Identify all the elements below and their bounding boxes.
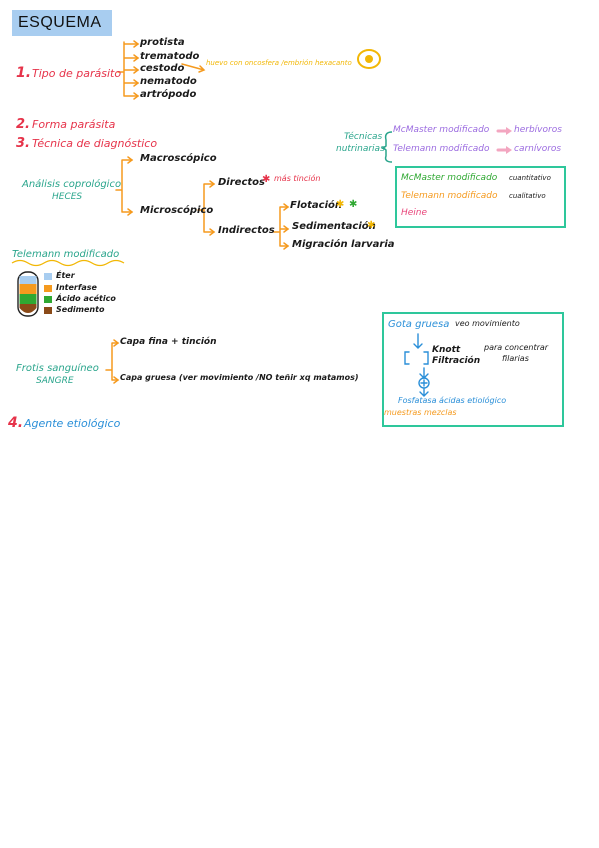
telemann-title: Telemann modificado [12,249,120,260]
gota-knott: Knott [432,345,461,355]
section-1-label: Tipo de parásito [32,67,122,80]
asterisk-yellow-icon: ✱ [336,199,345,210]
methods-row1-name: McMaster modificado [401,173,498,183]
copro-flotacion: Flotación [290,200,343,211]
section-1-number: 1. [16,65,32,81]
egg-icon [357,49,381,69]
methods-row1-type: cuantitativo [509,174,551,182]
telemann-layer-swatch [44,296,52,303]
methods-row2-type: cualitativo [509,192,546,200]
asterisk-red-icon: ✱ [262,174,271,185]
item-cestodo: cestodo [140,63,185,74]
gota-fosfatasa: Fosfatasa ácidas etiológico [398,396,507,405]
copro-micro: Microscópico [140,205,214,216]
frotis-label-line2: SANGRE [36,376,74,386]
methods-box [395,166,566,228]
item-protista: protista [140,37,185,48]
item-artropodo: artrópodo [140,89,197,100]
nutrinarias-row1-target: herbívoros [514,125,562,135]
item-nematodo: nematodo [140,76,197,87]
section-2-label: Forma parásita [32,118,116,131]
copro-macro: Macroscópico [140,153,217,164]
section-4-label: Agente etiológico [24,417,121,430]
egg-note: huevo con oncosfera /embrión hexacanto [206,59,352,67]
telemann-layer-label: Éter [56,271,75,280]
nutrinarias-row2-technique: Telemann modificado [393,144,490,154]
gota-muestras: muestras mezclas [384,408,457,417]
telemann-layer-swatch [44,285,52,292]
copro-migracion: Migración larvaria [292,239,395,250]
gota-concentrar-line1: para concentrar [484,343,549,352]
section-3-number: 3. [16,136,30,151]
asterisk-yellow-icon-2: ✱ [367,220,376,231]
nutrinarias-row2-target: carnívoros [514,144,562,154]
frotis-label-line1: Frotis sanguíneo [16,363,99,374]
copro-directos: Directos [218,177,265,188]
section-3-label: Técnica de diagnóstico [32,137,158,150]
frotis-capa-fina: Capa fina + tinción [120,337,217,347]
copro-label-line2: HECES [52,192,83,202]
gota-filtracion: Filtración [432,356,481,366]
telemann-layer-swatch [44,273,52,280]
asterisk-green-icon: ✱ [349,199,358,210]
methods-row2-name: Telemann modificado [401,191,498,201]
page-title: ESQUEMA [18,14,102,31]
nutrinarias-label-line2: nutrinarias [336,144,385,154]
copro-indirectos: Indirectos [218,225,275,236]
nutrinarias-row1-technique: McMaster modificado [393,125,490,135]
telemann-layer-label: Sedimento [56,305,105,314]
copro-sedimentacion: Sedimentación [292,221,376,232]
item-trematodo: trematodo [140,51,200,62]
title-highlight [12,10,112,36]
gota-title-note: veo movimiento [455,319,520,328]
gota-gruesa-box [382,312,564,427]
methods-row3-name: Heine [401,208,428,218]
telemann-layer-swatch [44,307,52,314]
gota-concentrar-line2: filarias [502,354,529,363]
nutrinarias-label-line1: Técnicas [344,132,383,142]
copro-directos-note: más tinción [274,174,321,183]
copro-label-line1: Análisis coprológico [22,179,122,190]
telemann-layer-label: Interfase [56,283,97,292]
gota-title: Gota gruesa [388,319,450,330]
section-4-number: 4. [8,415,24,431]
frotis-capa-gruesa: Capa gruesa (ver movimiento /NO teñir xq… [120,373,359,382]
section-2-number: 2. [16,117,30,132]
telemann-layer-label: Ácido acético [56,294,116,303]
